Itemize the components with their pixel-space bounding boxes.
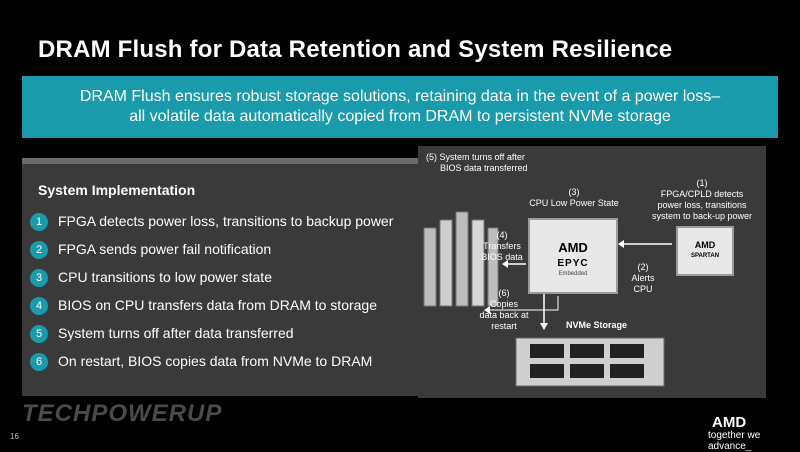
banner-line-1: DRAM Flush ensures robust storage soluti… bbox=[79, 88, 721, 105]
label-step-6: (6) Copies data back at restart bbox=[479, 288, 529, 331]
step-text: System turns off after data transferred bbox=[58, 325, 294, 341]
step-number: 6 bbox=[30, 353, 48, 371]
watermark: TECHPOWERUP bbox=[22, 400, 223, 427]
label-step-3: (3) CPU Low Power State bbox=[529, 187, 619, 208]
step-text: BIOS on CPU transfers data from DRAM to … bbox=[58, 297, 378, 313]
restore-arrow bbox=[490, 296, 559, 311]
cpu-chip: AMD EPYC Embedded bbox=[528, 218, 618, 294]
panel-top-strip bbox=[22, 158, 420, 164]
step-number: 2 bbox=[30, 241, 48, 259]
summary-banner: DRAM Flush ensures robust storage soluti… bbox=[22, 76, 778, 138]
page-number: 16 bbox=[10, 432, 19, 441]
label-step-2: (2) Alerts CPU bbox=[631, 262, 655, 294]
dram-module-icon bbox=[423, 211, 499, 307]
step-text: FPGA sends power fail notification bbox=[58, 241, 272, 257]
label-step-1: (1) FPGA/CPLD detects power loss, transi… bbox=[651, 178, 753, 221]
label-step-5: (5) System turns off after BIOS data tra… bbox=[426, 152, 528, 173]
tagline: together we advance_ bbox=[708, 430, 761, 452]
step-text: CPU transitions to low power state bbox=[58, 269, 272, 285]
arrow-head bbox=[502, 260, 508, 268]
step-text: FPGA detects power loss, transitions to … bbox=[58, 213, 394, 229]
label-step-4: (4) Transfers BIOS data bbox=[481, 230, 523, 262]
cpu-model: EPYC bbox=[557, 258, 589, 269]
diagram-graphics bbox=[423, 211, 672, 387]
nvme-label: NVMe Storage bbox=[566, 320, 628, 330]
step-number: 4 bbox=[30, 297, 48, 315]
amd-logo: AMD bbox=[712, 414, 747, 431]
arrow-head bbox=[484, 306, 490, 314]
step-number: 3 bbox=[30, 269, 48, 287]
fpga-model: SPARTAN bbox=[690, 253, 720, 259]
implementation-panel: System Implementation 1 FPGA detects pow… bbox=[22, 158, 420, 396]
banner-line-2: all volatile data automatically copied f… bbox=[129, 108, 671, 125]
slide-title: DRAM Flush for Data Retention and System… bbox=[38, 36, 673, 63]
step-number: 1 bbox=[30, 213, 48, 231]
step-number: 5 bbox=[30, 325, 48, 343]
cpu-brand: AMD bbox=[558, 240, 588, 255]
nvme-storage-icon bbox=[515, 337, 665, 387]
fpga-brand: AMD bbox=[694, 240, 716, 250]
step-text: On restart, BIOS copies data from NVMe t… bbox=[58, 353, 373, 369]
arrow-head bbox=[618, 240, 624, 248]
arrow-head bbox=[540, 323, 548, 330]
architecture-diagram: AMD EPYC Embedded AMD SPARTAN (5) System… bbox=[418, 146, 766, 398]
cpu-sub: Embedded bbox=[558, 271, 588, 277]
fpga-chip: AMD SPARTAN bbox=[676, 226, 734, 276]
implementation-heading: System Implementation bbox=[38, 182, 196, 198]
